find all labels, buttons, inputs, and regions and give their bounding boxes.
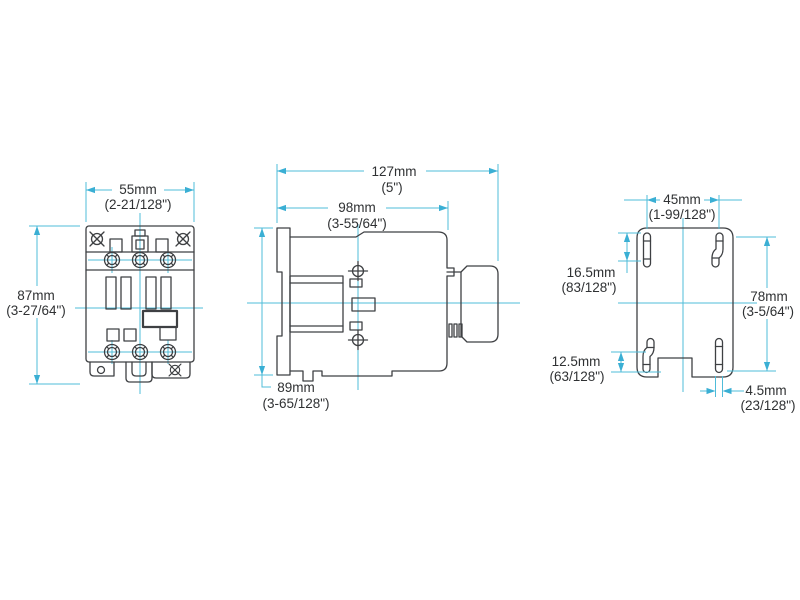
- dim-label: 16.5mm: [567, 265, 616, 280]
- dim-label: (1-99/128"): [648, 207, 715, 222]
- dim-back-upper-slot: 16.5mm (83/128"): [561, 232, 641, 295]
- dim-label: 45mm: [663, 192, 701, 207]
- dim-side-body-depth: 98mm (3-55/64"): [277, 200, 449, 231]
- side-view-outline: [276, 227, 499, 382]
- foot-right: [151, 361, 191, 379]
- din-rail-block: [289, 275, 344, 333]
- dim-label: (5"): [381, 180, 402, 195]
- dim-label: 12.5mm: [552, 354, 601, 369]
- main-body-profile: [289, 231, 455, 382]
- dim-label: 4.5mm: [745, 383, 786, 398]
- corner-screw-icon: [89, 231, 105, 247]
- dim-label: (3-55/64"): [327, 216, 387, 231]
- din-clip-tab: [125, 361, 153, 383]
- crosshair-marker-icon: [347, 329, 369, 351]
- dim-label: (63/128"): [549, 369, 604, 384]
- dim-label: 127mm: [371, 164, 416, 179]
- dim-label: (3-5/64"): [742, 304, 794, 319]
- label-plate: [141, 309, 179, 329]
- dim-side-overall-depth: 127mm (5"): [276, 164, 499, 261]
- side-view: 127mm (5") 98mm (3-55/64") 89mm (3-65/12…: [247, 164, 520, 411]
- mounting-plate: [636, 227, 734, 378]
- dim-back-hole-span-vertical: 78mm (3-5/64"): [727, 236, 794, 372]
- crosshair-marker-icon: [347, 260, 369, 282]
- mounting-slot-icon: [711, 232, 724, 268]
- front-view-outline: [85, 225, 195, 383]
- dim-label: 89mm: [277, 380, 315, 395]
- mounting-flange: [276, 227, 291, 376]
- mounting-slot-icon: [714, 337, 724, 374]
- foot-left: [89, 361, 115, 377]
- dim-front-width: 55mm (2-21/128"): [85, 182, 195, 222]
- mounting-slot-icon: [642, 337, 655, 374]
- dim-label: (83/128"): [561, 280, 616, 295]
- dim-back-hole-span-horizontal: 45mm (1-99/128"): [624, 192, 742, 229]
- dim-label: (3-65/128"): [262, 396, 329, 411]
- dim-label: 98mm: [338, 200, 376, 215]
- coil-housing: [460, 265, 499, 343]
- corner-screw-icon: [175, 231, 191, 247]
- dim-label: (3-27/64"): [6, 303, 66, 318]
- foot-screw-icon: [168, 363, 182, 377]
- back-centerlines: [618, 218, 757, 392]
- front-view: 55mm (2-21/128") 87mm (3-27/64"): [6, 182, 203, 394]
- dim-front-height: 87mm (3-27/64"): [6, 225, 80, 385]
- dim-side-height: 89mm (3-65/128"): [254, 227, 330, 411]
- side-centerlines: [247, 224, 520, 390]
- dim-back-slot-width: 4.5mm (23/128"): [700, 376, 796, 413]
- dim-label: 55mm: [119, 182, 157, 197]
- dim-label: (23/128"): [740, 398, 795, 413]
- mounting-plate-outline: [636, 227, 734, 378]
- dim-back-lower-slot: 12.5mm (63/128"): [549, 351, 661, 384]
- dim-label: 78mm: [750, 289, 788, 304]
- mounting-view: 45mm (1-99/128") 16.5mm (83/128") 78mm (…: [549, 192, 795, 413]
- dim-label: (2-21/128"): [104, 197, 171, 212]
- dim-label: 87mm: [17, 288, 55, 303]
- mounting-slot-icon: [642, 232, 652, 268]
